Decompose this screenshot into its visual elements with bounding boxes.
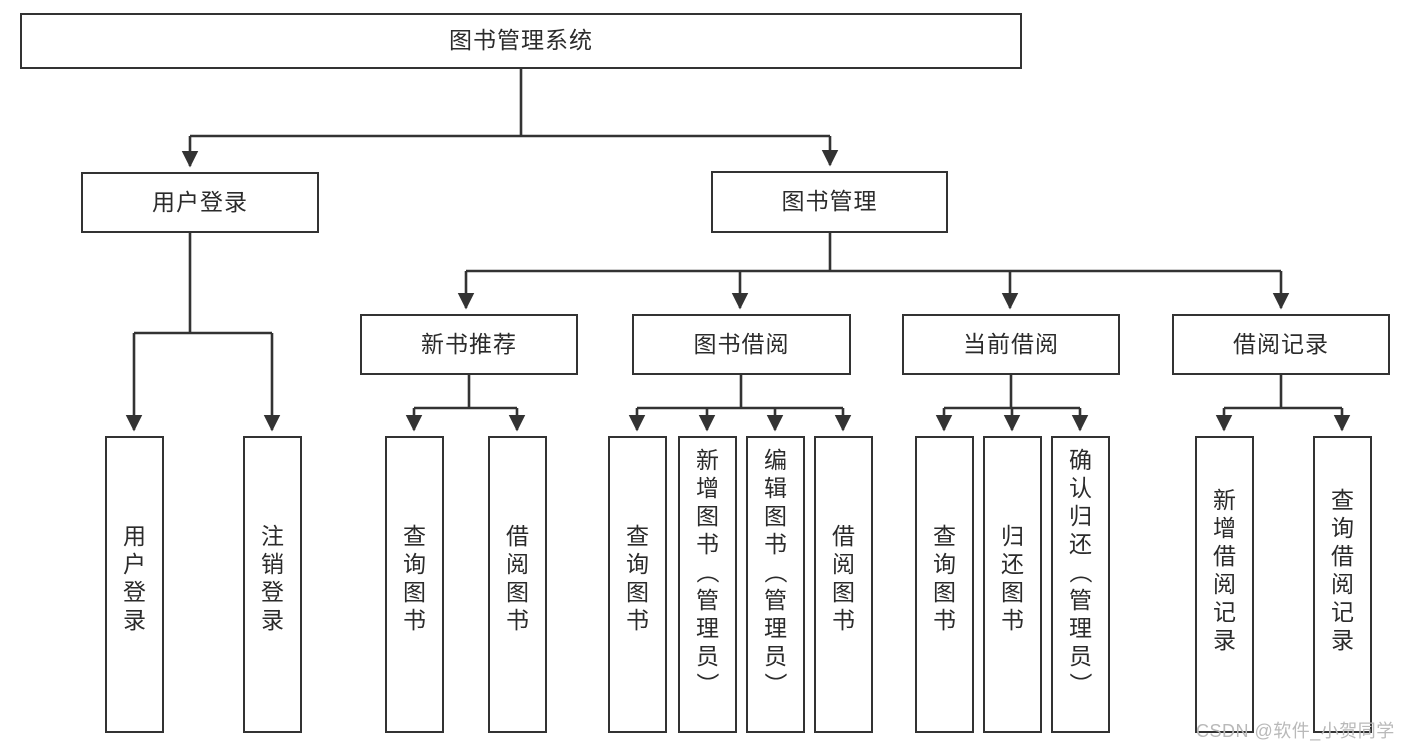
node-leaf-user-login[interactable]: 用户登录 [105, 436, 164, 733]
node-leaf-confirm-return[interactable]: 确认归还（管理员） [1051, 436, 1110, 733]
leaf-label: 借阅图书 [506, 523, 529, 634]
node-book-borrow[interactable]: 图书借阅 [632, 314, 851, 375]
node-new-book-recommend[interactable]: 新书推荐 [360, 314, 578, 375]
node-user-login[interactable]: 用户登录 [81, 172, 319, 233]
leaf-label: 新增图书（管理员） [694, 447, 721, 696]
leaf-label: 注销登录 [261, 523, 284, 634]
node-current-borrow[interactable]: 当前借阅 [902, 314, 1120, 375]
node-leaf-query-book-3[interactable]: 查询图书 [915, 436, 974, 733]
node-leaf-query-record[interactable]: 查询借阅记录 [1313, 436, 1372, 733]
leaf-label: 新增借阅记录 [1213, 487, 1236, 654]
leaf-label: 归还图书 [1001, 523, 1024, 634]
leaf-label: 查询借阅记录 [1331, 487, 1354, 654]
node-book-management[interactable]: 图书管理 [711, 171, 948, 233]
leaf-label: 确认归还（管理员） [1067, 447, 1094, 696]
node-borrow-record[interactable]: 借阅记录 [1172, 314, 1390, 375]
node-leaf-borrow-book-2[interactable]: 借阅图书 [814, 436, 873, 733]
leaf-label: 用户登录 [123, 523, 146, 634]
node-book-management-system[interactable]: 图书管理系统 [20, 13, 1022, 69]
leaf-label: 查询图书 [403, 523, 426, 634]
node-leaf-return-book[interactable]: 归还图书 [983, 436, 1042, 733]
node-leaf-logout[interactable]: 注销登录 [243, 436, 302, 733]
leaf-label: 查询图书 [626, 523, 649, 634]
leaf-label: 编辑图书（管理员） [762, 447, 789, 696]
leaf-label: 借阅图书 [832, 523, 855, 634]
node-leaf-query-book-2[interactable]: 查询图书 [608, 436, 667, 733]
node-leaf-borrow-book-1[interactable]: 借阅图书 [488, 436, 547, 733]
node-leaf-query-book-1[interactable]: 查询图书 [385, 436, 444, 733]
csdn-watermark: CSDN @软件_小贺同学 [1196, 721, 1395, 741]
leaf-label: 查询图书 [933, 523, 956, 634]
node-leaf-edit-book[interactable]: 编辑图书（管理员） [746, 436, 805, 733]
node-leaf-add-book[interactable]: 新增图书（管理员） [678, 436, 737, 733]
node-leaf-add-record[interactable]: 新增借阅记录 [1195, 436, 1254, 733]
